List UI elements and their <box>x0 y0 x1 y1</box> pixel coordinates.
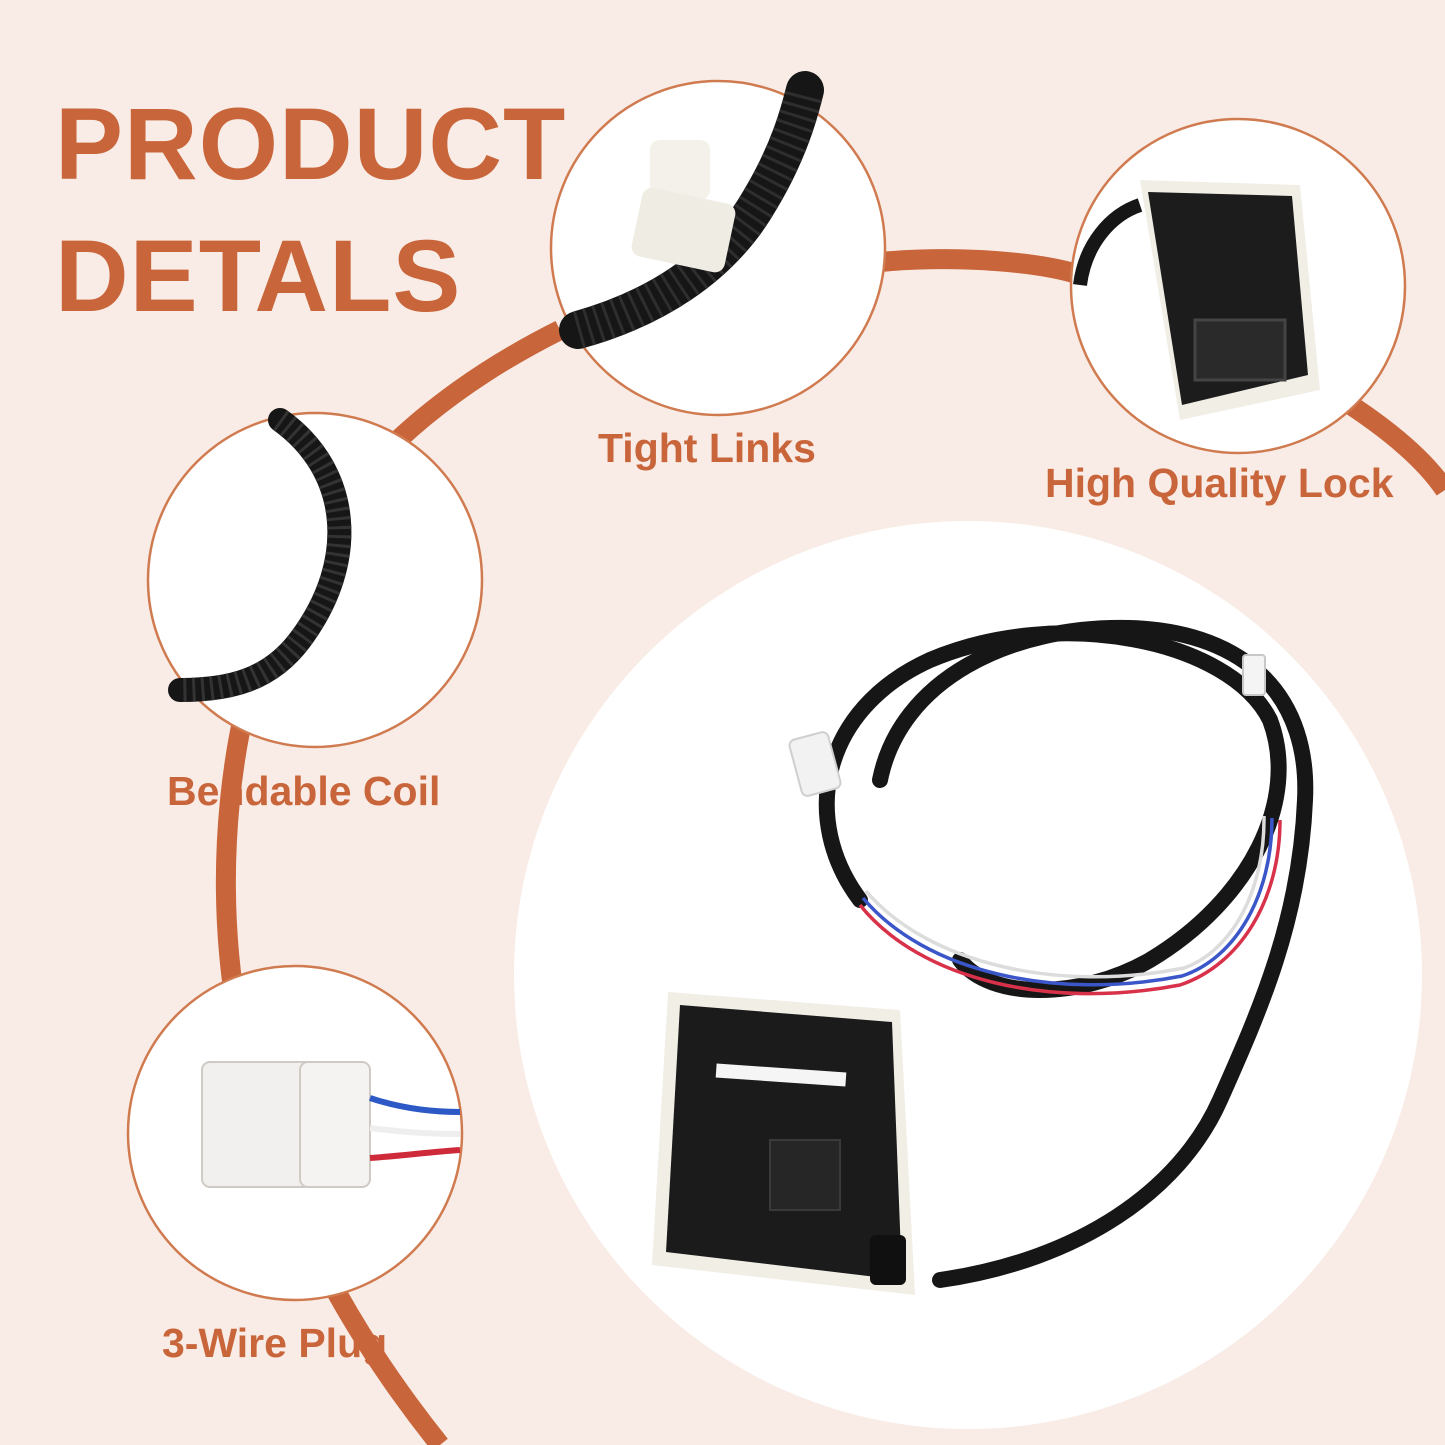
title-line-1: PRODUCT <box>55 87 567 201</box>
wire-white <box>864 815 1266 979</box>
small-plug-icon <box>1242 654 1266 696</box>
label-bendable-coil: Bendable Coil <box>167 768 441 814</box>
three-wire-plug-icon <box>201 1061 461 1188</box>
bendable-coil-icon <box>168 408 352 702</box>
tight-links-cable-icon <box>559 71 824 349</box>
title-line-2: DETALS <box>55 219 462 333</box>
label-tight-links: Tight Links <box>598 425 816 471</box>
door-lock-icon <box>652 992 915 1295</box>
page-title: PRODUCT DETALS <box>55 78 566 342</box>
label-high-quality-lock: High Quality Lock <box>1045 460 1394 506</box>
high-quality-lock-icon <box>1073 180 1320 420</box>
label-3-wire-plug: 3-Wire Plug <box>162 1320 388 1366</box>
connector-arc-top <box>879 249 1084 285</box>
cable-clip-icon <box>788 731 842 797</box>
connector-arc-right <box>1334 389 1445 496</box>
wire-blue <box>861 817 1274 987</box>
wire-red <box>858 819 1282 996</box>
detail-circle-bendable-coil <box>146 411 484 749</box>
